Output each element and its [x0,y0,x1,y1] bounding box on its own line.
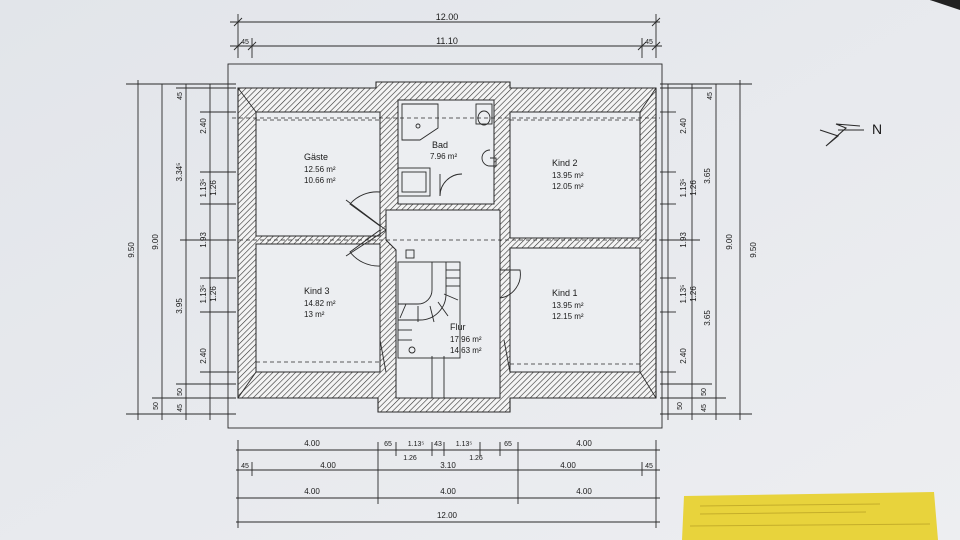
dim-left-b: 1.13⁵ [199,179,208,198]
dim-left-lower: 3.95 [175,298,184,314]
dim-right-upper: 3.65 [703,168,712,184]
dim-right-a: 2.40 [679,118,688,134]
room-flur-name: Flur [450,322,466,332]
north-label: N [872,121,882,137]
room-kind3-area1: 14.82 m² [304,299,336,308]
room-flur-area1: 17.96 m² [450,335,482,344]
dim-top-wall-left: 45 [241,39,249,46]
label-sticker-lines [689,503,931,527]
dim-left-i: 45 [177,404,184,412]
dim-bottom-r1-4: 1.13⁵ [456,441,473,448]
dim-right-e: 1.13⁵ [679,285,688,304]
knee-wall-lines [232,117,660,365]
dim-left-outer: 9.50 [127,242,136,258]
room-kind1-area2: 12.15 m² [552,312,584,321]
dim-right-d: 1.93 [679,232,688,248]
dim-left-h: 50 [153,402,160,410]
dim-bottom-r3-2: 3.10 [440,461,456,470]
dim-right-k: 45 [707,92,714,100]
dim-left-d: 1.93 [199,232,208,248]
bottom-dimension-lines [236,440,660,528]
dim-bottom-r4-1: 4.00 [440,487,456,496]
dim-left-c: 1.26 [209,180,218,196]
dim-right-c: 1.26 [689,180,698,196]
dim-right-j: 50 [701,388,708,396]
dim-right-i: 45 [701,404,708,412]
right-dimension-lines [660,80,752,420]
dark-corner [930,0,960,10]
dim-bottom-total: 12.00 [437,511,458,520]
drawing [126,14,864,528]
room-bad-area1: 7.96 m² [430,152,457,161]
dim-left-a: 2.40 [199,118,208,134]
room-gaeste-name: Gäste [304,152,328,162]
label-sticker [682,492,938,540]
dim-top-total: 12.00 [436,12,459,22]
left-dimension-lines [126,80,236,420]
dim-right-b: 1.13⁵ [679,179,688,198]
drawing-frame [227,63,663,429]
dim-bottom-r1-6: 4.00 [576,439,592,448]
room-kind3-name: Kind 3 [304,286,330,296]
staircase [397,249,461,398]
dim-bottom-r3-0: 45 [241,463,249,470]
north-arrow-icon [819,123,864,147]
dim-left-k: 45 [177,92,184,100]
dim-bottom-r1-1: 65 [384,441,392,448]
dim-left-j: 50 [177,388,184,396]
dim-right-lower: 3.65 [703,310,712,326]
top-dimension-lines [230,14,662,58]
room-kind1-area1: 13.95 m² [552,301,584,310]
room-kind2-area1: 13.95 m² [552,171,584,180]
dim-bottom-r3-4: 45 [645,463,653,470]
room-gaeste-area2: 10.66 m² [304,176,336,185]
room-kind1-name: Kind 1 [552,288,578,298]
dim-left-upper: 3.34⁵ [175,163,184,182]
dim-right-h: 50 [677,402,684,410]
room-bad-name: Bad [432,140,448,150]
dim-bottom-r1-5: 65 [504,441,512,448]
dim-bottom-r1-3: 43 [434,441,442,448]
bathroom-fixtures [397,103,497,197]
dim-right-mid: 9.00 [725,234,734,250]
dim-top-wall-right: 45 [645,39,653,46]
dim-right-f: 1.26 [689,286,698,302]
dim-left-f: 1.26 [209,286,218,302]
dim-bottom-r1-2: 1.13⁵ [408,441,425,448]
dim-left-mid: 9.00 [151,234,160,250]
dim-right-outer: 9.50 [749,242,758,258]
room-gaeste-area1: 12.56 m² [304,165,336,174]
room-kind3-area2: 13 m² [304,310,325,319]
dim-bottom-r3-1: 4.00 [320,461,336,470]
dim-left-g: 2.40 [199,348,208,364]
dim-top-inner: 11.10 [436,36,458,46]
doors [345,191,521,299]
dim-bottom-r4-2: 4.00 [576,487,592,496]
dim-right-g: 2.40 [679,348,688,364]
room-kind2-name: Kind 2 [552,158,578,168]
dim-left-e: 1.13⁵ [199,285,208,304]
dim-bottom-r2-0: 1.26 [403,455,417,462]
dim-bottom-r1-0: 4.00 [304,439,320,448]
dim-bottom-r2-1: 1.26 [469,455,483,462]
room-labels: Gäste 12.56 m² 10.66 m² Bad 7.96 m² Kind… [304,140,584,355]
dim-bottom-r4-0: 4.00 [304,487,320,496]
dim-bottom-r3-3: 4.00 [560,461,576,470]
room-flur-area2: 14.63 m² [450,346,482,355]
room-kind2-area2: 12.05 m² [552,182,584,191]
dimension-labels: 12.00 11.10 45 45 9.50 9.00 3.34⁵ 3.95 2… [127,12,758,520]
